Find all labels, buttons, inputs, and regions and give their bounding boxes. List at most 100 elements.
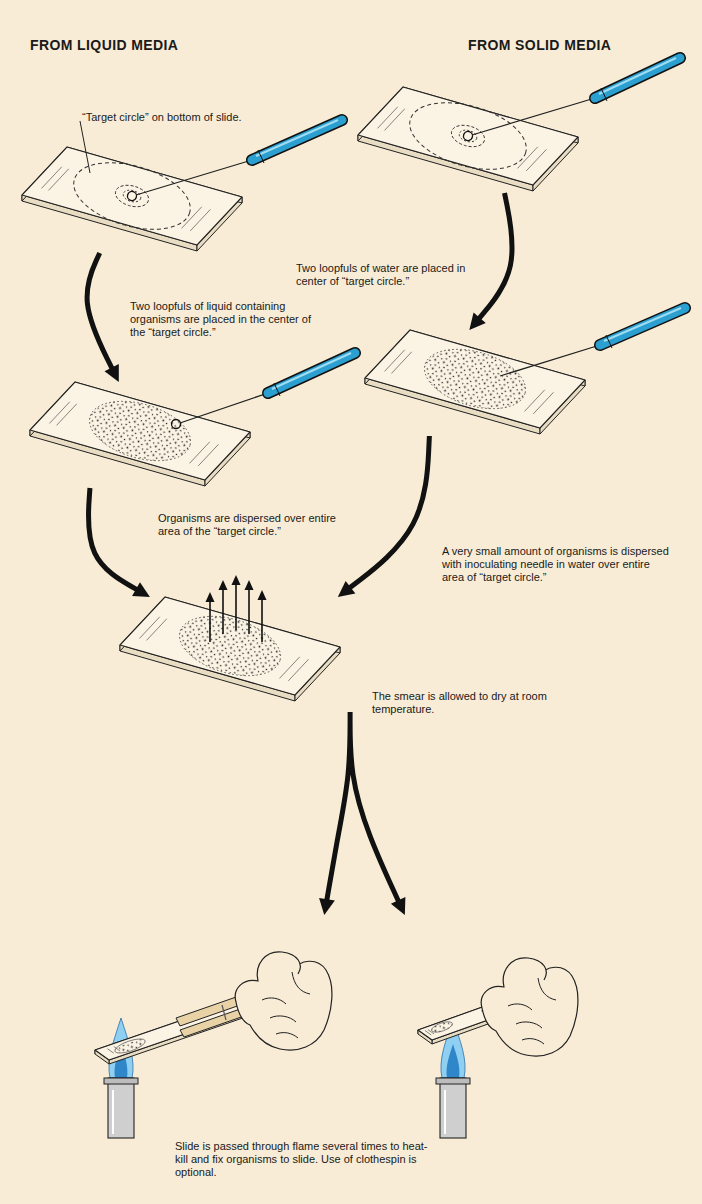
handle-ferrule [601,88,607,101]
needle-handle-outline [595,58,680,98]
flow-arrow-shaft [348,436,429,589]
evaporation-arrow-head [206,592,215,602]
smear-area [113,1036,147,1056]
slide-face [30,382,250,480]
glass-glint [525,390,545,412]
slide-face [120,597,340,695]
flow-arrow-shaft [88,488,138,591]
glass-glint [198,444,218,466]
target-circle-outline [402,91,534,182]
callout-label: “Target circle” on bottom of slide. [82,111,242,124]
handle-ferrule [258,150,264,163]
bunsen-burner [104,1018,138,1138]
evaporation-arrow-head [245,580,254,590]
needle-handle [600,308,685,345]
flow-arrow-head [469,313,485,330]
microscope-slide [120,597,340,701]
flow-arrow-shaft [87,253,113,370]
evaporation-arrows [206,575,267,642]
burner-tube [440,1078,466,1138]
column-heading: FROM SOLID MEDIA [468,37,611,53]
step-caption: A very small amount of organisms is disp… [442,545,670,584]
evaporation-arrow-head [258,590,267,600]
glass-glint [140,617,160,639]
needle-handle-outline [600,308,685,345]
drop-ripple [458,128,478,144]
needle-handle-glint [599,58,676,94]
target-circle [402,91,534,182]
inoculating-loop [126,190,137,201]
flow-arrow [87,253,119,382]
target-circle-outline [66,151,198,242]
burner-collar [436,1078,470,1084]
needle-handle-glint [272,353,351,389]
glass-glint [50,402,70,424]
drop-ripple [122,188,142,204]
step-caption: Two loopfuls of water are placed in cent… [296,262,496,288]
flow-arrow [319,712,405,915]
flow-arrow [88,488,150,597]
evaporation-arrow-head [232,575,241,585]
smear [113,1036,147,1056]
step-caption: The smear is allowed to dry at room temp… [372,690,567,716]
drying-step: The smear is allowed to dry at room temp… [120,597,560,712]
hand-creases [508,978,556,1044]
glass-glint [182,207,202,229]
loop-wire [472,98,595,135]
clothespin-spring [222,1005,226,1020]
glass-glint [385,350,405,372]
smear [173,606,288,687]
target-circle [66,151,198,242]
step-caption: Two loopfuls of liquid containing organi… [130,300,325,339]
flow-arrow-shaft [326,712,399,903]
drop-ripple [449,122,487,151]
hand [481,958,578,1056]
flow-arrow-head [338,581,356,597]
flow-arrow-head [319,898,335,915]
slide-face [358,87,578,185]
glass-glint [42,167,62,189]
step-caption: Slide is passed through flame several ti… [175,1140,437,1179]
glass-glint [49,169,69,191]
glass-glint [392,352,412,374]
glass-glint [378,107,398,129]
glass-glint [288,659,308,681]
microscope-slide [365,330,585,434]
drop-ripple [113,182,151,211]
flow-arrow-head [132,582,150,597]
glass-glint [526,149,546,171]
flow-arrow-head [391,897,406,915]
needle-handle [595,58,680,98]
needle-handle-outline [268,353,355,393]
glass-glint [107,1049,113,1054]
glass-glint [385,109,405,131]
column-heading: FROM LIQUID MEDIA [30,37,178,53]
evaporation-arrow [222,588,224,634]
smear-area [173,606,288,687]
glass-glint [533,392,553,414]
glass-glint [280,657,300,679]
glass-glint [190,442,210,464]
evaporation-arrow [261,598,263,642]
leader-line [80,121,90,173]
microscope-slide [30,382,250,486]
glass-glint [147,619,167,641]
microscope-slide [22,147,242,251]
flow-arrow [338,436,430,597]
smear [83,391,198,472]
burner-tube [108,1078,134,1138]
flow-arrow-head [105,364,119,382]
inoculating-loop [462,130,473,141]
slide-face [365,330,585,428]
needle-handle [252,120,342,160]
microscope-slide [358,87,578,191]
slide-face [22,147,242,245]
burner-flame-core [447,1044,460,1078]
evaporation-arrow-head [219,580,228,590]
smear-area [83,391,198,472]
hand-creases [262,972,310,1038]
needle-handle-outline [252,120,342,160]
